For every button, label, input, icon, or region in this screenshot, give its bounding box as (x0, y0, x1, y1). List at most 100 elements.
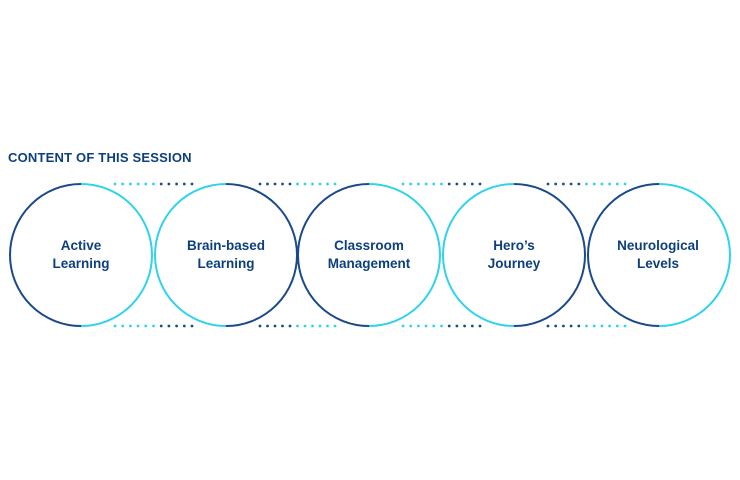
bottom-connector-dot-3-2 (409, 324, 413, 328)
bottom-connector-dot-3-7 (447, 324, 451, 328)
bottom-connector-dot-1-4 (136, 324, 140, 328)
bottom-connector-dot-4-1 (546, 324, 550, 328)
bottom-connector-dot-2-8 (311, 324, 314, 328)
bottom-connector-dot-1-9 (175, 324, 179, 328)
top-connector-dot-4-8 (600, 182, 604, 186)
top-connector-dot-4-5 (577, 182, 581, 186)
bottom-connector-dot-4-2 (554, 324, 558, 328)
bottom-connector-dot-2-9 (318, 324, 322, 328)
top-connector-dot-4-11 (623, 182, 627, 186)
circle-arc-right-4 (513, 183, 586, 327)
top-connector-dot-3-10 (470, 182, 474, 186)
bottom-connector-dot-4-9 (608, 324, 611, 328)
circle-arc-left-5 (587, 183, 660, 327)
top-connector-dot-1-8 (167, 182, 171, 186)
top-connector-dot-2-1 (258, 182, 262, 186)
top-connector-dot-4-3 (562, 182, 565, 186)
top-connector-dot-1-7 (159, 182, 163, 186)
top-connector-dot-2-6 (296, 182, 299, 186)
bottom-connector-dot-4-10 (615, 324, 619, 328)
top-connector-dot-4-4 (569, 182, 573, 186)
bottom-connector-dot-2-5 (288, 324, 292, 328)
circle-arc-left-3 (297, 183, 370, 327)
bottom-connector-dot-3-5 (432, 324, 436, 328)
top-connector-dot-2-10 (326, 182, 329, 186)
top-connector-dot-1-1 (113, 182, 117, 186)
bottom-connector-dot-4-8 (600, 324, 604, 328)
top-connector-dot-4-2 (554, 182, 558, 186)
top-connector-dot-3-6 (440, 182, 443, 186)
bottom-connector-dot-3-1 (401, 324, 405, 328)
bottom-connector-dot-2-7 (303, 324, 307, 328)
node-label-neurological-levels: Neurological Levels (617, 238, 699, 271)
top-connector-dot-4-7 (592, 182, 596, 186)
bottom-connector-dot-4-7 (592, 324, 596, 328)
top-connector-dot-4-10 (615, 182, 619, 186)
top-connector-dot-1-2 (121, 182, 125, 186)
bottom-connector-dot-1-11 (190, 324, 194, 328)
top-connector-dot-4-6 (585, 182, 588, 186)
node-label-brain-based-learning: Brain-based Learning (186, 238, 266, 271)
bottom-connector-dot-3-11 (478, 324, 482, 328)
node-label-active-learning: Active Learning (52, 238, 110, 271)
top-connector-dot-1-3 (129, 182, 132, 186)
bottom-connector-dot-3-9 (463, 324, 466, 328)
bottom-connector-dot-3-4 (424, 324, 428, 328)
bottom-connector-dot-1-6 (152, 324, 155, 328)
top-connector-dot-3-1 (401, 182, 405, 186)
top-connector-dot-3-2 (409, 182, 413, 186)
bottom-connector-dot-2-1 (258, 324, 262, 328)
top-connector-dot-2-3 (273, 182, 277, 186)
circle-arc-left-4 (442, 183, 515, 327)
top-connector-dot-2-4 (281, 182, 284, 186)
bottom-connector-dot-2-11 (333, 324, 337, 328)
bottom-connector-dot-3-8 (455, 324, 459, 328)
bottom-connector-dot-1-2 (121, 324, 125, 328)
node-label-heros-journey: Hero’s Journey (487, 238, 541, 271)
bottom-connector-dot-4-4 (569, 324, 573, 328)
top-connector-dot-3-4 (424, 182, 428, 186)
bottom-connector-dot-4-3 (562, 324, 565, 328)
top-connector-dot-1-4 (136, 182, 140, 186)
bottom-connector-dot-3-3 (417, 324, 420, 328)
top-connector-dot-3-7 (447, 182, 451, 186)
circle-arc-right-1 (80, 183, 153, 327)
top-connector-dot-2-9 (318, 182, 322, 186)
bottom-connector-dot-3-10 (470, 324, 474, 328)
top-connector-dot-1-11 (190, 182, 194, 186)
top-connector-dot-2-5 (288, 182, 292, 186)
circle-arc-right-3 (368, 183, 441, 327)
top-connector-dot-3-11 (478, 182, 482, 186)
top-connector-dot-3-9 (463, 182, 466, 186)
circle-arc-left-1 (9, 183, 82, 327)
bottom-connector-dot-1-8 (167, 324, 171, 328)
circle-arc-right-5 (658, 183, 731, 327)
bottom-connector-dot-1-3 (129, 324, 132, 328)
bottom-connector-dot-2-10 (326, 324, 329, 328)
top-connector-dot-1-6 (152, 182, 155, 186)
section-title: CONTENT OF THIS SESSION (8, 150, 192, 165)
bottom-connector-dot-2-2 (266, 324, 269, 328)
top-connector-dot-2-2 (266, 182, 269, 186)
bottom-connector-dot-4-11 (623, 324, 627, 328)
node-label-classroom-management: Classroom Management (327, 238, 411, 271)
top-connector-dot-2-11 (333, 182, 337, 186)
bottom-connector-dot-1-7 (159, 324, 163, 328)
top-connector-dot-3-8 (455, 182, 459, 186)
top-connector-dot-1-10 (182, 182, 186, 186)
bottom-connector-dot-1-10 (182, 324, 186, 328)
bottom-connector-dot-4-6 (585, 324, 588, 328)
top-connector-dot-2-8 (311, 182, 314, 186)
bottom-connector-dot-2-3 (273, 324, 277, 328)
bottom-connector-dot-2-6 (296, 324, 299, 328)
top-connector-dot-2-7 (303, 182, 307, 186)
top-connector-dot-4-9 (608, 182, 611, 186)
bottom-connector-dot-1-1 (113, 324, 117, 328)
top-connector-dot-3-5 (432, 182, 436, 186)
bottom-connector-dot-3-6 (440, 324, 443, 328)
top-connector-dot-4-1 (546, 182, 550, 186)
top-connector-dot-1-9 (175, 182, 179, 186)
bottom-connector-dot-4-5 (577, 324, 581, 328)
